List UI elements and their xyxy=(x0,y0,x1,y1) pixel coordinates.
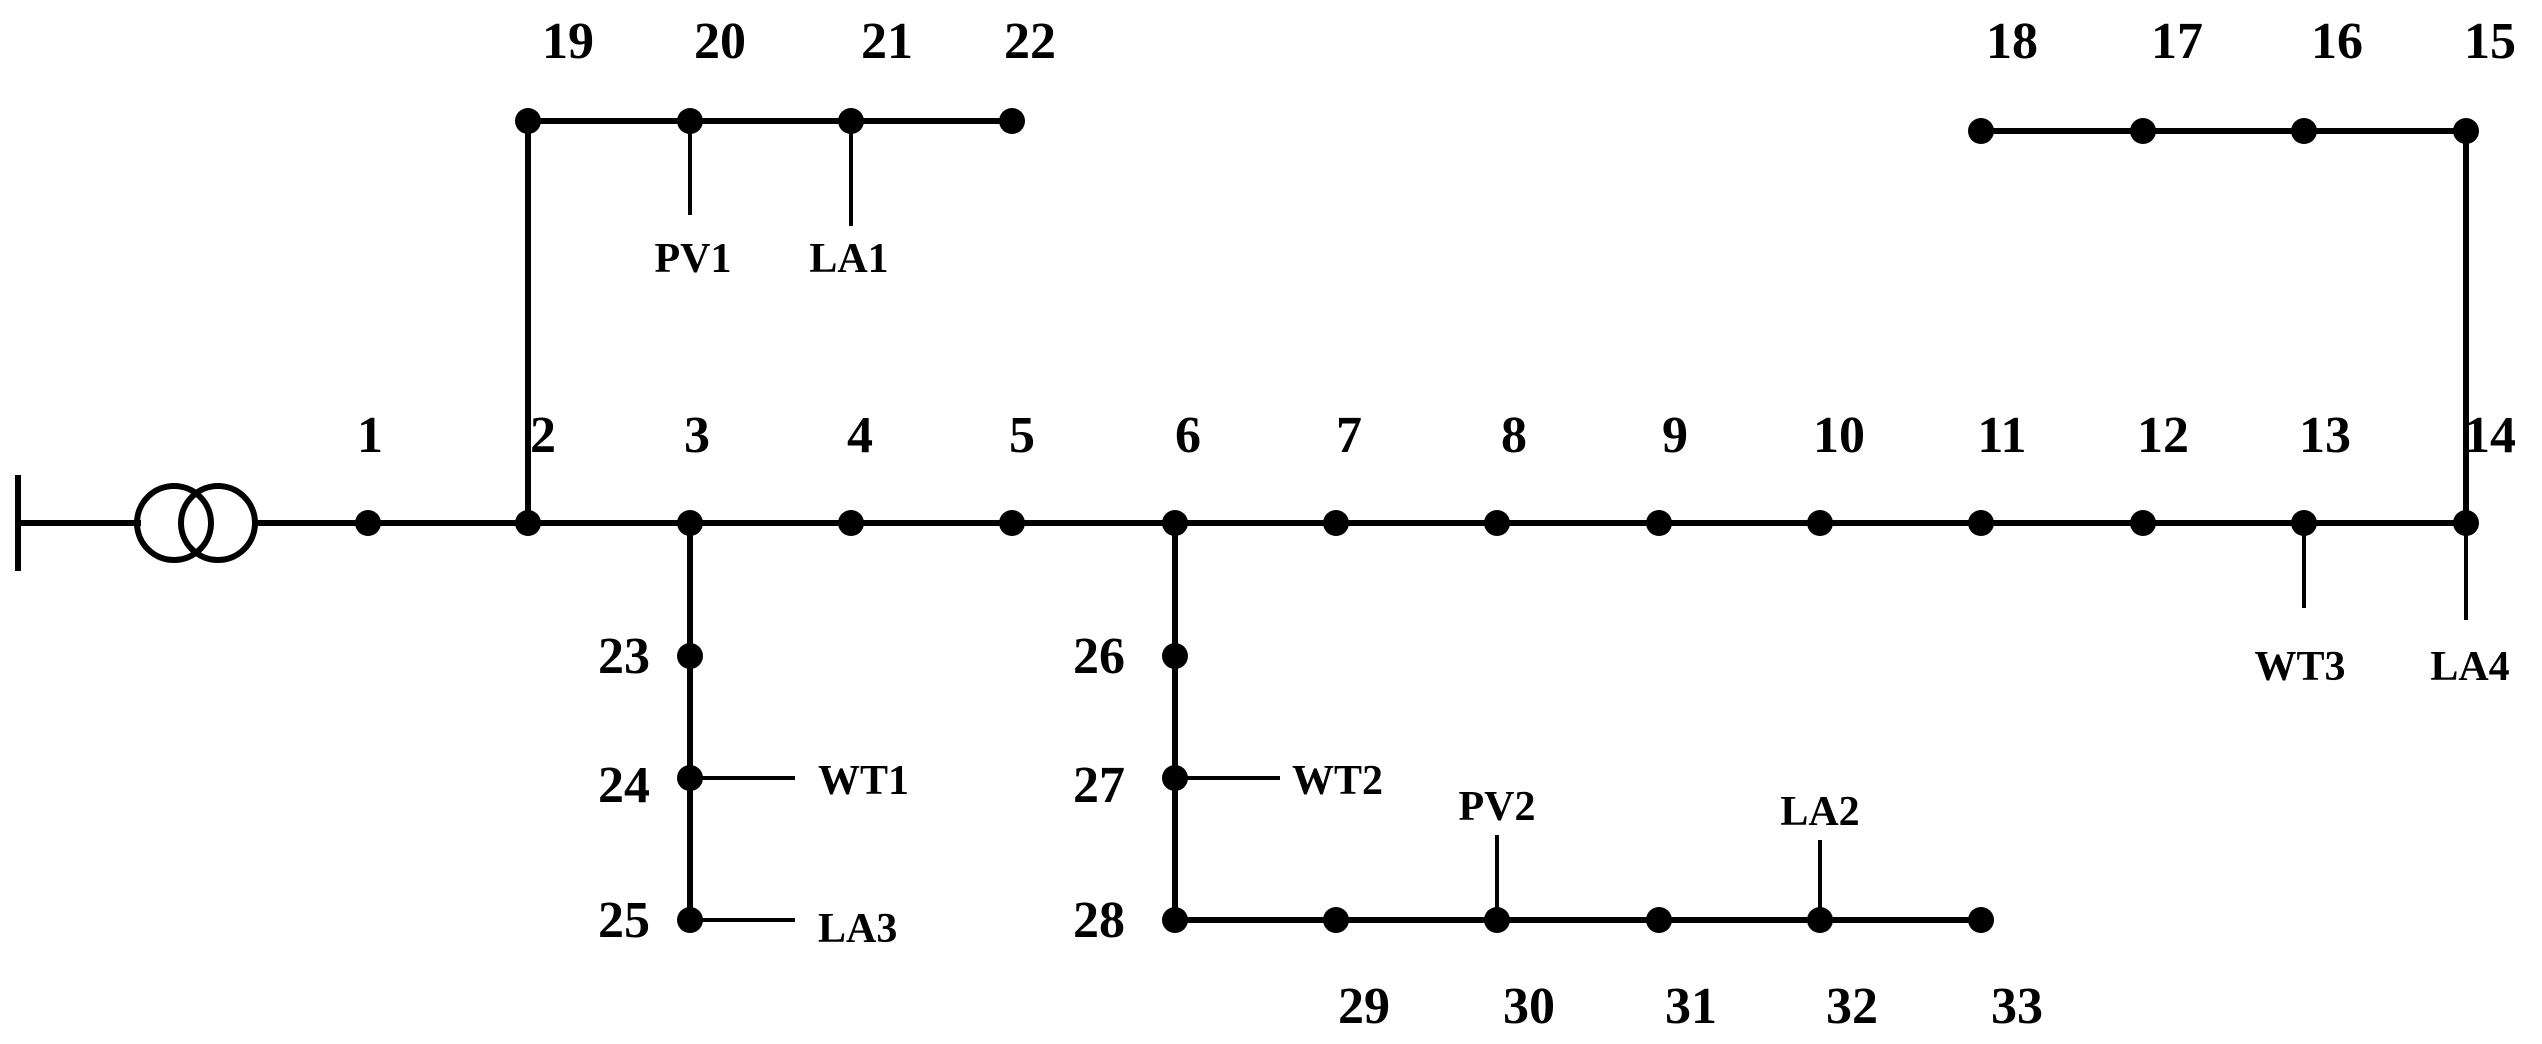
device-label-pv1: PV1 xyxy=(655,236,732,282)
bus-node-30 xyxy=(1484,907,1510,933)
device-label-la2: LA2 xyxy=(1780,789,1859,835)
bus-node-28 xyxy=(1162,907,1188,933)
bus-label-8: 8 xyxy=(1501,407,1527,464)
bus-label-32: 32 xyxy=(1826,978,1878,1035)
bus-label-1: 1 xyxy=(357,407,383,464)
device-connectors xyxy=(688,121,2468,922)
bus-label-17: 17 xyxy=(2151,13,2203,70)
bus-label-20: 20 xyxy=(694,13,746,70)
bus-node-5 xyxy=(999,510,1025,536)
bus-label-7: 7 xyxy=(1336,407,1362,464)
bus-label-2: 2 xyxy=(530,407,556,464)
bus-label-4: 4 xyxy=(847,407,873,464)
bus-node-27 xyxy=(1162,765,1188,791)
bus-label-18: 18 xyxy=(1986,13,2038,70)
bus-label-14: 14 xyxy=(2464,407,2516,464)
device-label-wt2: WT2 xyxy=(1292,758,1383,804)
bus-label-11: 11 xyxy=(1977,407,2026,464)
bus-label-10: 10 xyxy=(1813,407,1865,464)
bus-label-21: 21 xyxy=(861,13,913,70)
bus-label-3: 3 xyxy=(684,407,710,464)
bus-label-15: 15 xyxy=(2464,13,2516,70)
transformer-icon xyxy=(134,483,258,563)
bus-label-5: 5 xyxy=(1009,407,1035,464)
bus-node-3 xyxy=(677,510,703,536)
bus-label-19: 19 xyxy=(542,13,594,70)
bus-node-16 xyxy=(2291,118,2317,144)
device-label-la3: LA3 xyxy=(818,906,897,952)
bus-label-27: 27 xyxy=(1073,757,1125,814)
bus-label-26: 26 xyxy=(1073,628,1125,685)
bus-node-8 xyxy=(1484,510,1510,536)
bus-label-6: 6 xyxy=(1175,407,1201,464)
bus-node-4 xyxy=(838,510,864,536)
bus-label-28: 28 xyxy=(1073,892,1125,949)
bus-node-1 xyxy=(355,510,381,536)
bus-node-25 xyxy=(677,907,703,933)
device-label-la4: LA4 xyxy=(2430,644,2509,690)
bus-node-18 xyxy=(1968,118,1994,144)
bus-node-22 xyxy=(999,108,1025,134)
bus-label-29: 29 xyxy=(1338,978,1390,1035)
bus-node-10 xyxy=(1807,510,1833,536)
bus-nodes xyxy=(355,108,2479,933)
bus-label-22: 22 xyxy=(1004,13,1056,70)
bus-label-12: 12 xyxy=(2137,407,2189,464)
bus-node-13 xyxy=(2291,510,2317,536)
bus-node-14 xyxy=(2453,510,2479,536)
bus-label-24: 24 xyxy=(598,757,650,814)
bus-label-33: 33 xyxy=(1991,978,2043,1035)
device-label-wt1: WT1 xyxy=(818,758,909,804)
bus-node-32 xyxy=(1807,907,1833,933)
bus-node-11 xyxy=(1968,510,1994,536)
bus-node-31 xyxy=(1646,907,1672,933)
bus-node-12 xyxy=(2130,510,2156,536)
bus-node-20 xyxy=(677,108,703,134)
device-label-wt3: WT3 xyxy=(2254,644,2345,690)
device-label-la1: LA1 xyxy=(809,236,888,282)
bus-label-13: 13 xyxy=(2299,407,2351,464)
bus-node-21 xyxy=(838,108,864,134)
bus-label-31: 31 xyxy=(1665,978,1717,1035)
bus-node-17 xyxy=(2130,118,2156,144)
bus-node-15 xyxy=(2453,118,2479,144)
bus-node-24 xyxy=(677,765,703,791)
bus-label-25: 25 xyxy=(598,892,650,949)
bus-node-19 xyxy=(515,108,541,134)
branch-lines xyxy=(365,118,2469,923)
bus-node-9 xyxy=(1646,510,1672,536)
bus-node-26 xyxy=(1162,643,1188,669)
bus-node-33 xyxy=(1968,907,1994,933)
bus-node-29 xyxy=(1323,907,1349,933)
bus-label-9: 9 xyxy=(1662,407,1688,464)
bus-node-7 xyxy=(1323,510,1349,536)
bus-label-30: 30 xyxy=(1503,978,1555,1035)
device-label-pv2: PV2 xyxy=(1459,784,1536,830)
bus-label-16: 16 xyxy=(2311,13,2363,70)
bus-node-2 xyxy=(515,510,541,536)
bus-label-23: 23 xyxy=(598,628,650,685)
bus-node-6 xyxy=(1162,510,1188,536)
bus-node-23 xyxy=(677,643,703,669)
